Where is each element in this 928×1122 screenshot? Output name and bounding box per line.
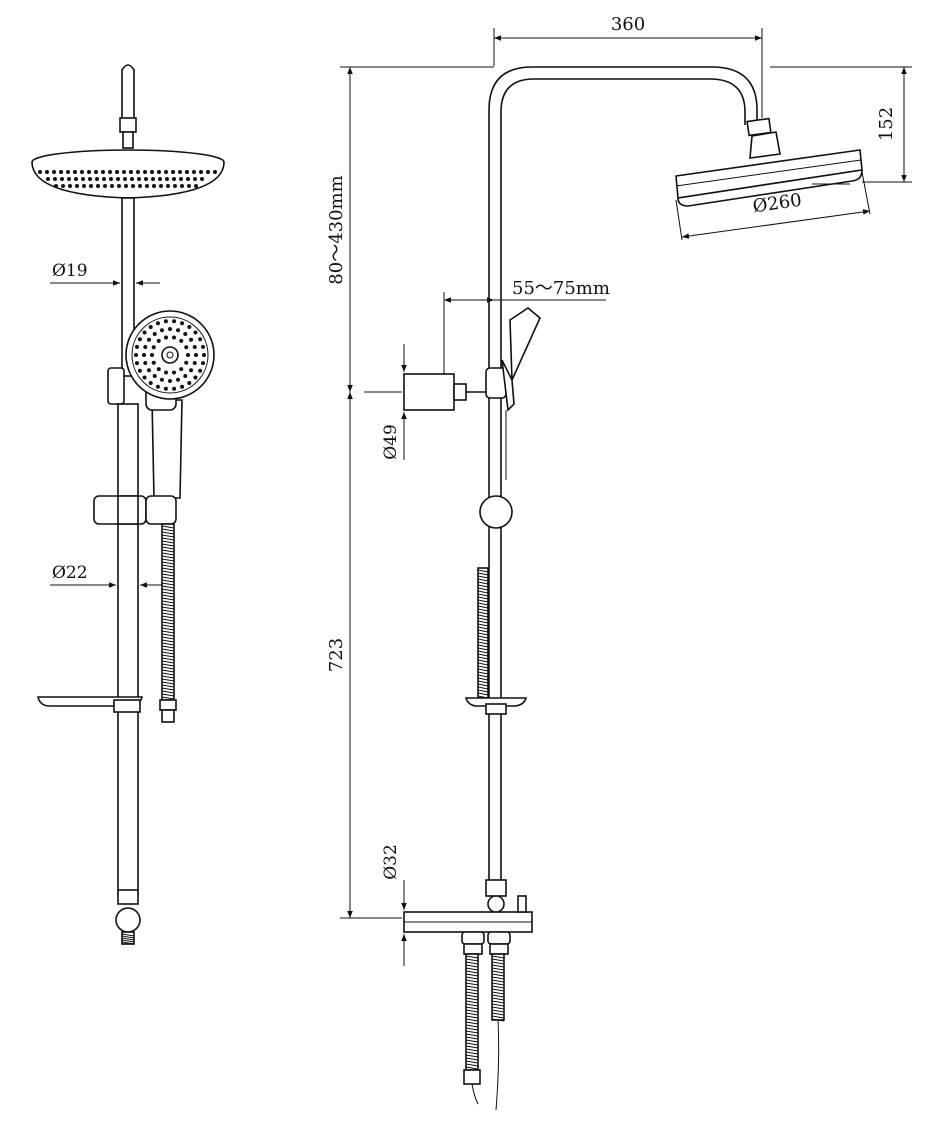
dim-arm: 360 [493,14,763,118]
dim-upper-pipe: Ø19 [50,261,160,286]
hose-front [159,523,177,723]
dim-holder-diameter-label: Ø49 [381,424,401,460]
dim-lower-pipe-label: Ø22 [52,563,88,583]
dim-upper-pipe-label: Ø19 [52,261,88,281]
hand-shower-front [125,310,215,499]
dim-head-drop-label: 152 [876,107,897,141]
dim-rail-height-label: 723 [326,638,347,672]
soap-dish-side [464,697,528,715]
rain-head-side [675,149,863,207]
dim-head-drop: 152 [770,66,912,183]
dim-holder-offset-label: 55～75mm [512,278,610,299]
dim-arm-label: 360 [611,14,645,35]
dim-holder-offset: 55～75mm [443,278,610,378]
dim-lower-pipe: Ø22 [50,563,162,588]
front-view: Ø19 [31,64,225,945]
soap-dish-front [37,696,143,713]
dim-rail-height: 723 [326,392,402,919]
dim-adjust-range: 80～430mm [326,66,494,392]
inlet-hoses-side [463,953,505,1111]
side-view: 360 152 Ø260 80～430mm 55～75m [326,14,912,1111]
hand-shower-side [501,307,541,480]
wall-holder-side [403,367,507,411]
dim-holder-diameter: Ø49 [364,344,407,460]
hose-side [477,567,489,699]
rain-head-front [31,149,225,199]
slider-front [93,495,177,525]
slider-knob-side [479,495,513,529]
dim-mixer-diameter-label: Ø32 [381,844,401,880]
mixer-bar-side [403,879,533,955]
dim-mixer-diameter: Ø32 [381,844,407,966]
dim-adjust-range-label: 80～430mm [326,175,347,284]
bottom-connector-front [115,889,141,945]
